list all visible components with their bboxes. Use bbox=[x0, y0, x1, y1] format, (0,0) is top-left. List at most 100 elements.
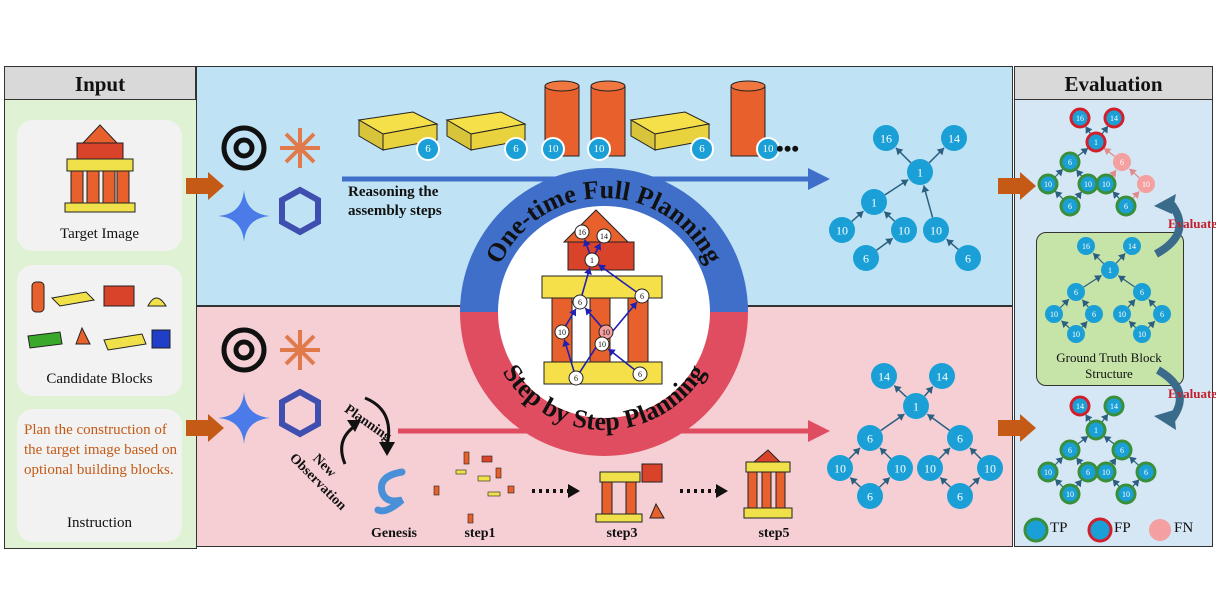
graph-node bbox=[907, 159, 933, 185]
target-image-label: Target Image bbox=[59, 226, 140, 242]
graph-node bbox=[887, 455, 913, 481]
graph-node-label: 14 bbox=[936, 369, 948, 383]
instruction-card bbox=[17, 409, 182, 542]
graph-node-label: 6 bbox=[863, 251, 869, 265]
legend bbox=[1023, 517, 1171, 543]
graph-node bbox=[1153, 305, 1171, 323]
graph-arrowhead bbox=[569, 308, 577, 317]
graph-node bbox=[1115, 195, 1137, 217]
legend-fp-label: FP bbox=[1114, 520, 1131, 536]
graph-node bbox=[574, 224, 590, 240]
openai-logo-icon bbox=[221, 125, 267, 171]
graph-arrowhead bbox=[1132, 191, 1140, 199]
graph-node-label: 14 bbox=[1128, 242, 1136, 251]
graph-node bbox=[1113, 305, 1131, 323]
graph-node bbox=[1085, 419, 1107, 441]
graph-node-label: 6 bbox=[957, 431, 963, 445]
block-slab bbox=[357, 111, 439, 151]
graph-node bbox=[1067, 283, 1085, 301]
graph-arrowhead bbox=[1129, 456, 1137, 465]
graph-arrowhead bbox=[562, 339, 571, 347]
graph-node bbox=[1059, 483, 1081, 505]
graph-node-label: 1 bbox=[917, 165, 923, 179]
graph-node-label: 16 bbox=[578, 228, 586, 237]
graph-arrowhead bbox=[900, 179, 909, 187]
graph-node bbox=[1133, 283, 1151, 301]
graph-node-label: 14 bbox=[1110, 114, 1118, 123]
ellipsis: ••• bbox=[776, 136, 800, 161]
graph-node-label: 6 bbox=[1074, 288, 1078, 297]
ground-truth-label: Ground Truth Block Structure bbox=[1056, 350, 1162, 381]
graph-node-label: 10 bbox=[1138, 330, 1146, 339]
graph-arrowhead bbox=[1055, 191, 1063, 199]
graph-node-label: 10 bbox=[1066, 490, 1074, 499]
candidate-blocks-label: Candidate Blocks bbox=[46, 371, 153, 387]
graph-arrowhead bbox=[1082, 299, 1090, 308]
graph-arrowhead bbox=[925, 386, 933, 395]
graph-node bbox=[1045, 305, 1063, 323]
graph-arrowhead bbox=[921, 185, 930, 193]
graph-node-label: 10 bbox=[1044, 180, 1052, 189]
graph-node-label: 6 bbox=[1124, 202, 1128, 211]
dotted-arrow-1 bbox=[532, 484, 580, 498]
graph-arrowhead bbox=[927, 414, 935, 422]
graph-arrowhead bbox=[1055, 457, 1063, 465]
graph-node-label: 14 bbox=[878, 369, 890, 383]
graph-arrowhead bbox=[1112, 479, 1120, 487]
graph-arrowhead bbox=[896, 413, 905, 421]
graph-arrowhead bbox=[879, 447, 888, 456]
evaluate-label-top: Evaluate bbox=[1168, 216, 1216, 231]
graph-node-label: 6 bbox=[1068, 446, 1072, 455]
instruction-label: Instruction bbox=[67, 515, 132, 531]
planning-loop bbox=[340, 396, 395, 465]
graph-arrowhead bbox=[885, 238, 893, 246]
graph-node bbox=[861, 189, 887, 215]
input-to-bottom-arrow bbox=[186, 414, 224, 442]
graph-arrowhead bbox=[1117, 253, 1126, 261]
graph-node bbox=[1137, 175, 1155, 193]
graph-node-label: 6 bbox=[1068, 158, 1072, 167]
graph-node-label: 16 bbox=[880, 131, 892, 145]
graph-arrowhead bbox=[942, 447, 951, 456]
graph-node bbox=[1059, 439, 1081, 461]
graph-node-label: 1 bbox=[1094, 426, 1098, 435]
graph-node-label: 6 bbox=[638, 370, 642, 379]
block-number-badge: 6 bbox=[416, 137, 440, 161]
graph-node bbox=[1101, 261, 1119, 279]
graph-arrowhead bbox=[1061, 320, 1069, 328]
step1-label: step1 bbox=[464, 526, 496, 541]
graph-node bbox=[891, 217, 917, 243]
step5-scene bbox=[743, 449, 793, 519]
graph-node bbox=[1103, 107, 1125, 129]
legend-tp-marker bbox=[1023, 517, 1049, 543]
graph-node bbox=[1103, 395, 1125, 417]
graph-node-label: 16 bbox=[1082, 242, 1090, 251]
graph-node bbox=[1135, 461, 1157, 483]
graph-arrowhead bbox=[940, 477, 948, 485]
graph-node bbox=[827, 455, 853, 481]
graph-arrowhead bbox=[1129, 321, 1137, 329]
graph-arrowhead bbox=[584, 267, 592, 275]
graph-node bbox=[923, 217, 949, 243]
graph-node bbox=[1037, 173, 1059, 195]
graph-arrowhead bbox=[1100, 414, 1108, 422]
graph-node-label: 6 bbox=[1120, 158, 1124, 167]
graph-node-label: 10 bbox=[1142, 180, 1150, 189]
graph-node bbox=[634, 288, 650, 304]
evaluate-label-bottom: Evaluate bbox=[1168, 386, 1216, 401]
graph-arrowhead bbox=[1074, 479, 1082, 488]
graph-node bbox=[596, 228, 612, 244]
graph-node-label: 14 bbox=[600, 232, 608, 241]
graph-node bbox=[873, 125, 899, 151]
block-number-badge: 6 bbox=[504, 137, 528, 161]
graph-arrowhead bbox=[1076, 457, 1084, 466]
graph-arrowhead bbox=[1085, 126, 1093, 134]
graph-node-label: 10 bbox=[1084, 180, 1092, 189]
graph-node-label: 10 bbox=[598, 340, 606, 349]
graph-arrowhead bbox=[884, 211, 892, 219]
graph-node-label: 10 bbox=[894, 461, 906, 475]
graph-node-label: 16 bbox=[1076, 114, 1084, 123]
graph-arrowhead bbox=[936, 147, 945, 156]
